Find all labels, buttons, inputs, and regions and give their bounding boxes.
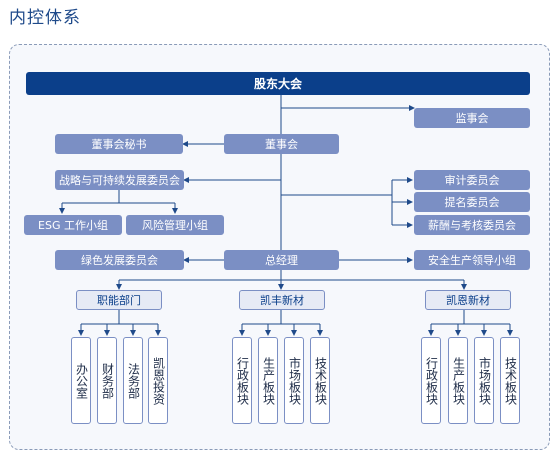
unit-legal: 法务部 xyxy=(123,337,143,424)
node-safety-group: 安全生产领导小组 xyxy=(414,250,530,270)
kaifeng-admin: 行政板块 xyxy=(232,337,252,424)
kaien-admin: 行政板块 xyxy=(421,337,441,424)
page-title: 内控体系 xyxy=(9,8,81,28)
node-board: 董事会 xyxy=(224,134,339,154)
kaifeng-tech: 技术板块 xyxy=(310,337,330,424)
kaifeng-market: 市场板块 xyxy=(284,337,304,424)
node-functional-dept: 职能部门 xyxy=(76,290,162,310)
node-shareholders: 股东大会 xyxy=(26,72,530,95)
kaien-market: 市场板块 xyxy=(474,337,494,424)
node-esg-group: ESG 工作小组 xyxy=(24,215,122,235)
node-risk-group: 风险管理小组 xyxy=(126,215,224,235)
node-kaien: 凯恩新材 xyxy=(425,290,511,310)
node-nomination-committee: 提名委员会 xyxy=(414,192,530,212)
kaifeng-production: 生产板块 xyxy=(258,337,278,424)
node-compensation-committee: 薪酬与考核委员会 xyxy=(414,215,530,235)
node-green-committee: 绿色发展委员会 xyxy=(55,250,184,270)
node-board-secretary: 董事会秘书 xyxy=(55,134,183,154)
node-general-manager: 总经理 xyxy=(224,250,339,270)
node-strategy-committee: 战略与可持续发展委员会 xyxy=(55,170,184,190)
kaien-production: 生产板块 xyxy=(448,337,468,424)
node-audit-committee: 审计委员会 xyxy=(414,170,530,190)
unit-office: 办公室 xyxy=(71,337,91,424)
unit-finance: 财务部 xyxy=(97,337,117,424)
unit-investment: 凯恩投资 xyxy=(148,337,168,424)
kaien-tech: 技术板块 xyxy=(500,337,520,424)
node-kaifeng: 凯丰新材 xyxy=(239,290,325,310)
node-supervisors: 监事会 xyxy=(414,108,530,128)
